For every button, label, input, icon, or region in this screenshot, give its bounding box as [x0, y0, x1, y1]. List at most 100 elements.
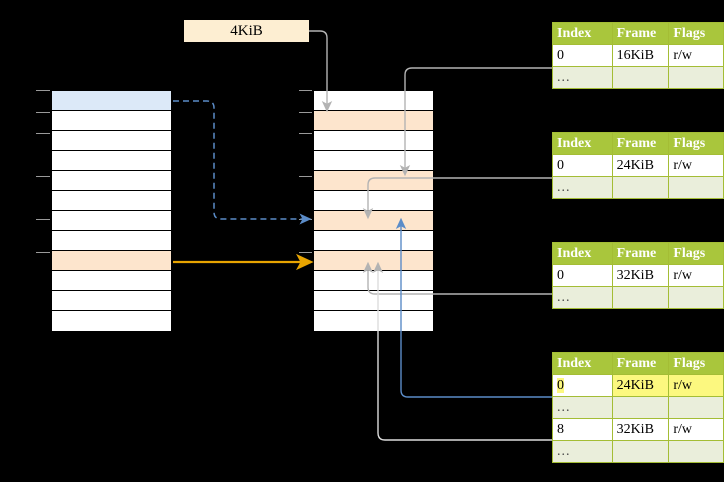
cell-index: ...	[552, 66, 613, 89]
cell-frame: 32KiB	[611, 264, 670, 287]
physical-memory-column-row-2	[314, 131, 433, 151]
cell-index: ...	[552, 176, 613, 199]
ruler-tick	[36, 252, 50, 253]
column-header-flags: Flags	[668, 132, 724, 155]
physical-memory-column	[313, 90, 434, 332]
cell-flags	[668, 286, 724, 309]
physical-memory-column-row-8	[314, 251, 433, 271]
physical-memory-column-row-9	[314, 271, 433, 291]
page-size-tag: 4KiB	[184, 20, 309, 42]
column-header-frame: Frame	[611, 242, 670, 265]
cell-flags	[668, 66, 724, 89]
cell-frame: 24KiB	[611, 374, 670, 397]
cell-frame	[611, 176, 670, 199]
column-header-flags: Flags	[668, 352, 724, 375]
physical-memory-column-row-3	[314, 151, 433, 171]
column-header-index: Index	[552, 242, 613, 265]
virtual-address-space-column-row-4	[52, 171, 171, 191]
page-size-tag-label: 4KiB	[230, 23, 263, 39]
ruler-tick	[299, 219, 312, 220]
column-header-index: Index	[552, 132, 613, 155]
ruler-tick	[299, 176, 312, 177]
virtual-address-space-column-row-6	[52, 211, 171, 231]
column-header-frame: Frame	[611, 22, 670, 45]
virtual-address-space-column-row-9	[52, 271, 171, 291]
ruler-tick	[299, 90, 312, 91]
table-row: ...	[552, 396, 724, 419]
column-header-frame: Frame	[611, 352, 670, 375]
virtual-address-space-column-row-0	[52, 91, 171, 111]
virtual-address-space-column-row-10	[52, 291, 171, 311]
column-header-index: Index	[552, 22, 613, 45]
cell-flags: r/w	[668, 374, 724, 397]
column-header-frame: Frame	[611, 132, 670, 155]
virtual-address-space-column-row-1	[52, 111, 171, 131]
cell-index: ...	[552, 286, 613, 309]
cell-frame: 16KiB	[611, 44, 670, 67]
cell-frame: 32KiB	[611, 418, 670, 441]
ruler-tick	[36, 90, 50, 91]
cell-frame	[611, 66, 670, 89]
cell-frame	[611, 440, 670, 463]
physical-memory-column-row-4	[314, 171, 433, 191]
cell-frame	[611, 396, 670, 419]
cell-index: 0	[552, 374, 613, 397]
cell-flags	[668, 440, 724, 463]
table-row: ...	[552, 286, 724, 309]
cell-flags: r/w	[668, 44, 724, 67]
virtual-address-space-column-row-11	[52, 311, 171, 331]
physical-memory-column-row-10	[314, 291, 433, 311]
virtual-address-space-column-row-3	[52, 151, 171, 171]
cell-flags: r/w	[668, 264, 724, 287]
cell-flags	[668, 396, 724, 419]
ruler-tick	[299, 252, 312, 253]
physical-memory-column-row-6	[314, 211, 433, 231]
cell-index: 0	[552, 264, 613, 287]
cell-index: ...	[552, 440, 613, 463]
physical-memory-column-row-11	[314, 311, 433, 331]
ruler-tick	[36, 133, 50, 134]
column-header-flags: Flags	[668, 22, 724, 45]
virtual-address-space-column-row-5	[52, 191, 171, 211]
table-row: ...	[552, 66, 724, 89]
ruler-tick	[299, 112, 312, 113]
cell-frame	[611, 286, 670, 309]
cell-frame: 24KiB	[611, 154, 670, 177]
virtual-address-space-column-row-7	[52, 231, 171, 251]
physical-memory-column-row-0	[314, 91, 433, 111]
cell-index: ...	[552, 396, 613, 419]
physical-memory-column-row-5	[314, 191, 433, 211]
ruler-tick	[36, 219, 50, 220]
ruler-tick	[36, 176, 50, 177]
wire-virtual-blue-to-physical-row-7	[173, 100, 312, 225]
table-row: ...	[552, 440, 724, 463]
cell-index: 8	[552, 418, 613, 441]
cell-index: 0	[552, 44, 613, 67]
column-header-index: Index	[552, 352, 613, 375]
cell-flags: r/w	[668, 154, 724, 177]
physical-memory-column-row-1	[314, 111, 433, 131]
table-row: ...	[552, 176, 724, 199]
column-header-flags: Flags	[668, 242, 724, 265]
ruler-tick	[299, 133, 312, 134]
cell-index: 0	[552, 154, 613, 177]
ruler-tick	[36, 112, 50, 113]
cell-flags	[668, 176, 724, 199]
virtual-address-space-column	[51, 90, 172, 332]
virtual-address-space-column-row-8	[52, 251, 171, 271]
virtual-address-space-column-row-2	[52, 131, 171, 151]
